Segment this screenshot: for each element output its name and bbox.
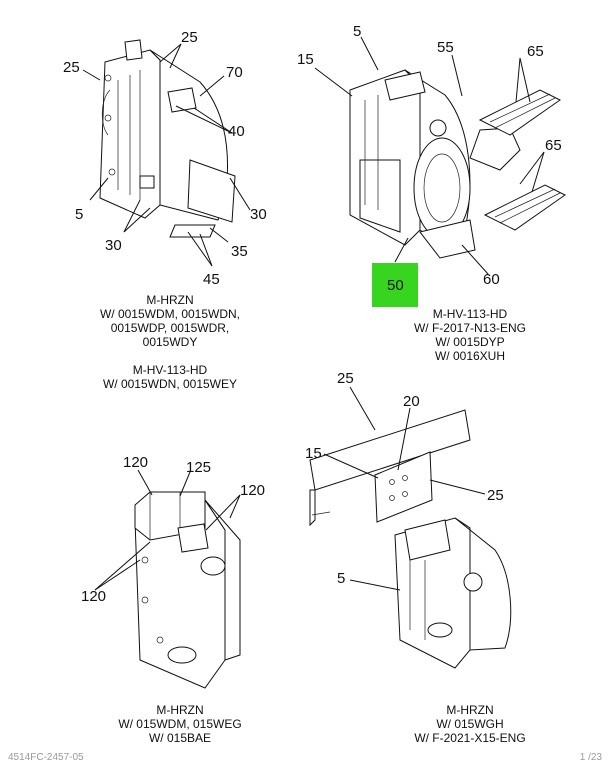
footer-page-number: 1 /23 (579, 752, 602, 763)
caption-line: W/ F-2021-X15-ENG (414, 731, 526, 745)
caption-line: W/ 0015DYP (435, 335, 505, 349)
caption-bottom-left: M-HRZN W/ 015WDM, 015WEG W/ 015BAE (90, 703, 270, 745)
callout-5: 5 (353, 23, 361, 40)
caption-line: M-HRZN (156, 703, 204, 717)
caption-line: W/ 015WDM, 015WEG (118, 717, 242, 731)
callout-30b: 30 (105, 237, 122, 254)
caption-bottom-right: M-HRZN W/ 015WGH W/ F-2021-X15-ENG (380, 703, 560, 745)
callout-120b: 120 (240, 482, 265, 499)
callout-40: 40 (228, 123, 245, 140)
callout-20: 20 (403, 393, 420, 410)
caption-line: M-HV-113-HD (432, 307, 508, 321)
callout-35: 35 (231, 243, 248, 260)
callout-15: 15 (297, 51, 314, 68)
caption-line: W/ 0015WDN, 0015WEY (102, 377, 238, 391)
callout-120c: 120 (81, 588, 106, 605)
callout-55: 55 (437, 39, 454, 56)
callout-65a: 65 (527, 43, 544, 60)
caption-line: 0015WDY (142, 335, 198, 349)
callout-5: 5 (75, 206, 83, 223)
callout-70: 70 (226, 64, 243, 81)
callout-25b: 25 (63, 59, 80, 76)
caption-line: M-HRZN (446, 703, 494, 717)
callout-5: 5 (337, 570, 345, 587)
callout-25b: 25 (487, 487, 504, 504)
callout-15: 15 (305, 445, 322, 462)
caption-top-left-1: M-HRZN W/ 0015WDM, 0015WDN, 0015WDP, 001… (60, 293, 280, 349)
assembly-top-left: 25 25 70 40 5 30 30 35 45 (63, 29, 267, 288)
caption-line: W/ 0015WDM, 0015WDN, (99, 307, 241, 321)
caption-line: W/ 015BAE (148, 731, 212, 745)
caption-line: W/ 0016XUH (434, 349, 506, 363)
caption-line: 0015WDP, 0015WDR, (110, 321, 230, 335)
footer-document-id: 4514FC-2457-05 (8, 752, 84, 763)
caption-line: M-HV-113-HD (132, 363, 208, 377)
caption-line: W/ 015WGH (436, 717, 504, 731)
callout-30a: 30 (250, 206, 267, 223)
callout-25a: 25 (337, 370, 354, 387)
callout-65b: 65 (545, 137, 562, 154)
assembly-bottom-left: 120 125 120 120 (81, 454, 265, 689)
callout-45: 45 (203, 271, 220, 288)
callout-50-highlighted: 50 (387, 277, 404, 294)
caption-line: M-HRZN (146, 293, 194, 307)
callout-25a: 25 (181, 29, 198, 46)
callout-125: 125 (186, 459, 211, 476)
assembly-bottom-right: 25 20 15 25 5 (305, 370, 512, 669)
highlighted-callout-box (372, 263, 418, 307)
callout-120a: 120 (123, 454, 148, 471)
caption-line: W/ F-2017-N13-ENG (413, 321, 527, 335)
caption-top-left-2: M-HV-113-HD W/ 0015WDN, 0015WEY (60, 363, 280, 391)
assembly-top-right: 5 15 55 65 65 50 60 (297, 23, 566, 307)
callout-60: 60 (483, 271, 500, 288)
caption-top-right: M-HV-113-HD W/ F-2017-N13-ENG W/ 0015DYP… (370, 307, 570, 363)
